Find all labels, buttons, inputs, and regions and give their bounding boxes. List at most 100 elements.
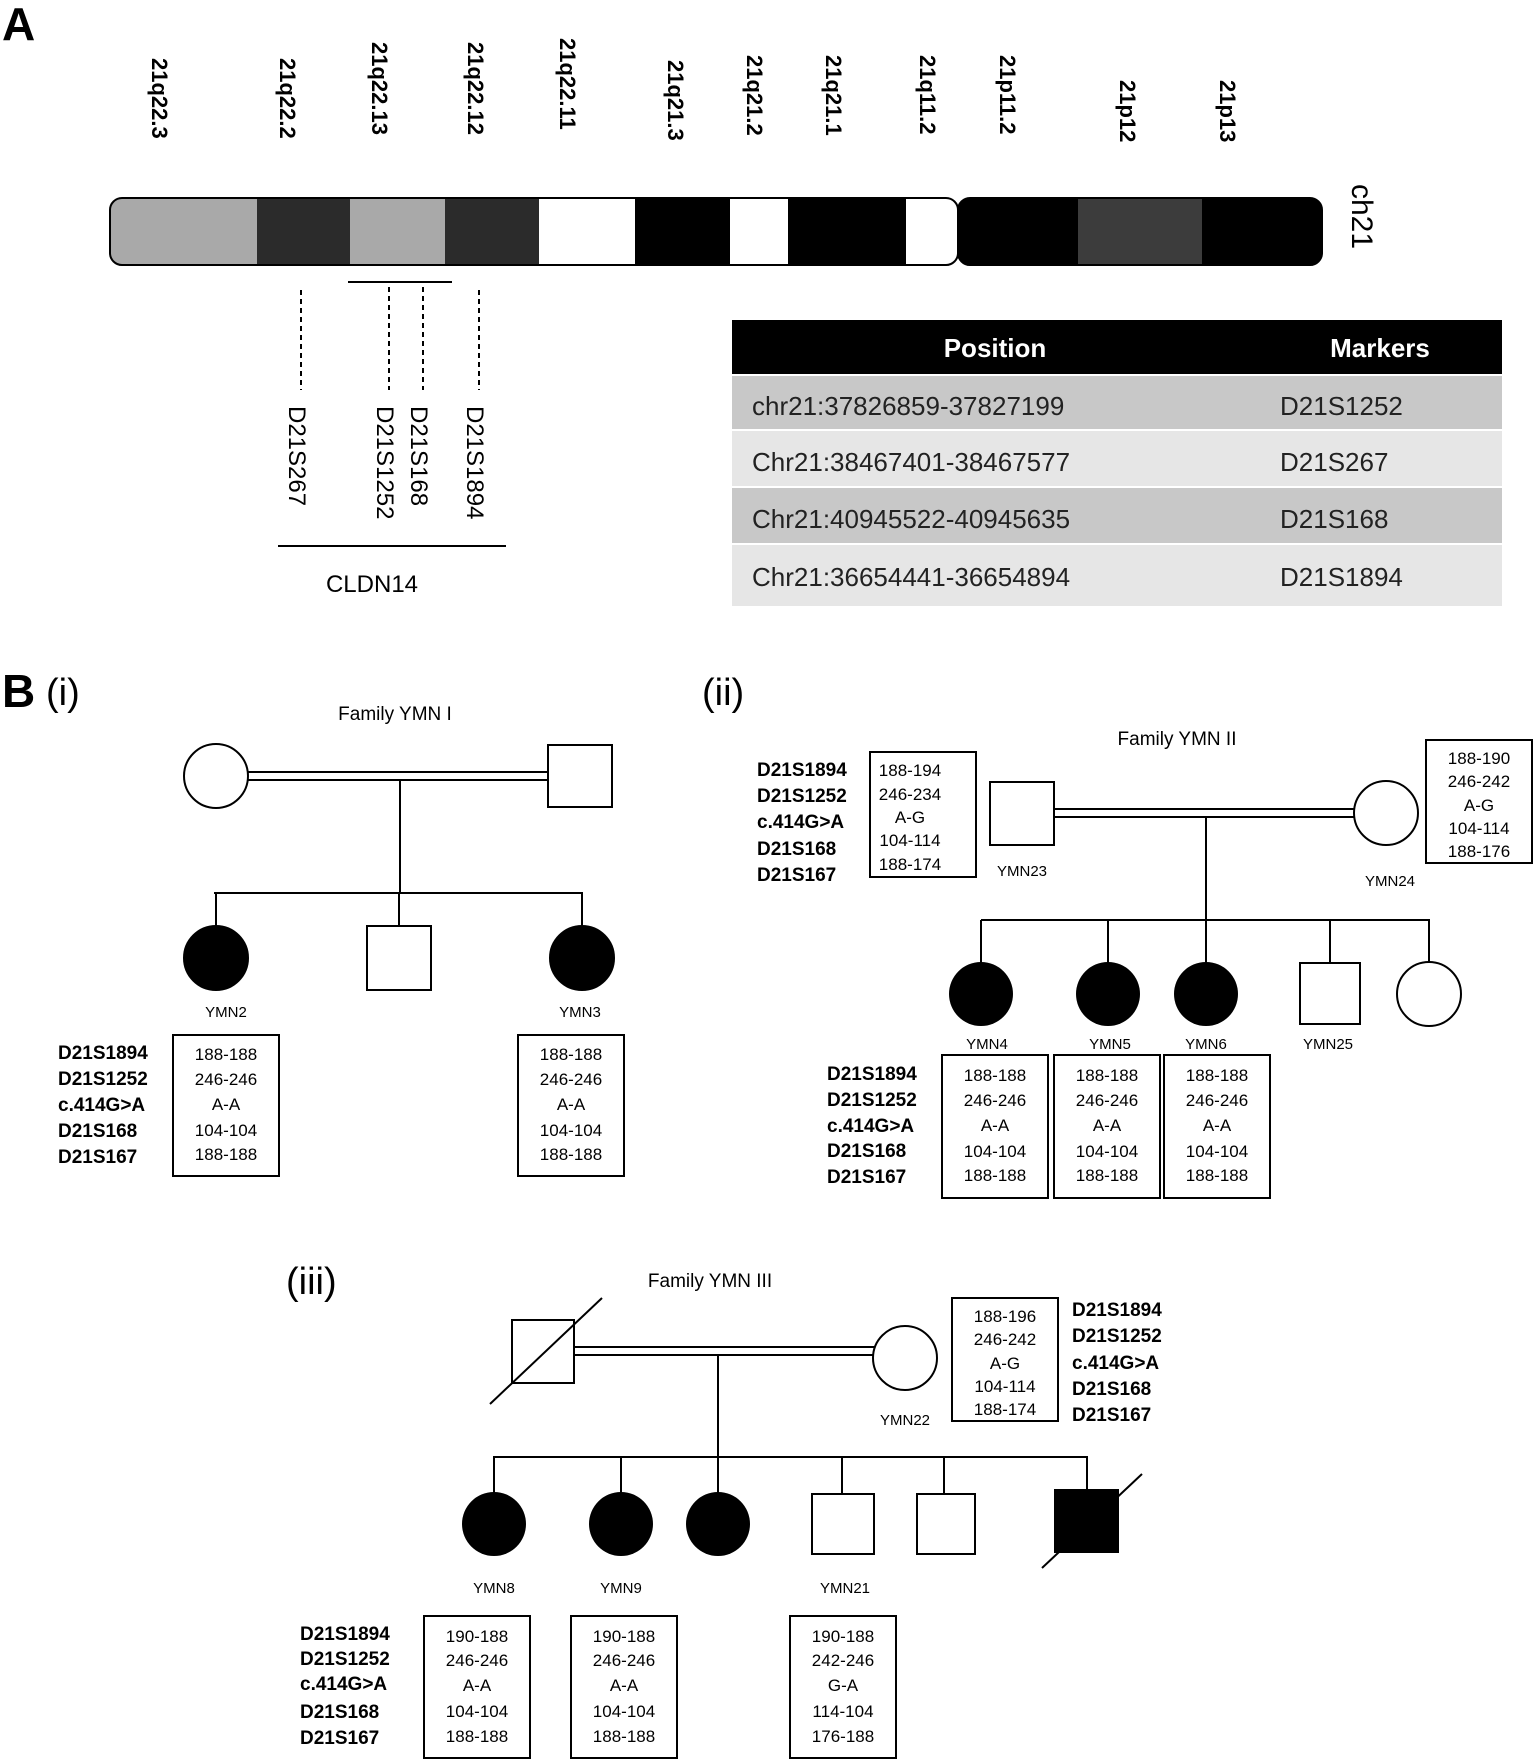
individual-id: YMN22 bbox=[880, 1412, 930, 1429]
haplotype-value: 246-246 bbox=[446, 1651, 508, 1670]
haplotype-value: 188-190 bbox=[1448, 749, 1510, 768]
marker-label: D21S1894 bbox=[461, 406, 488, 519]
haplotype-labels: D21S1894 D21S1252 c.414G>A D21S168 D21S1… bbox=[827, 1064, 917, 1188]
haplotype-value: A-G bbox=[895, 808, 925, 827]
haplotype-value: A-A bbox=[1093, 1116, 1122, 1135]
band bbox=[1202, 198, 1322, 265]
haplotype-box: 190-188 246-246 A-A 104-104 188-188 bbox=[570, 1615, 678, 1759]
haplotype-value: 176-188 bbox=[812, 1727, 874, 1746]
haplotype-value: 188-188 bbox=[964, 1066, 1026, 1085]
marker-name: D21S1894 bbox=[300, 1624, 390, 1645]
haplotype-value: 246-242 bbox=[1448, 772, 1510, 791]
band-label: 21p12 bbox=[1115, 80, 1140, 142]
table-cell: D21S1252 bbox=[1280, 391, 1403, 421]
haplotype-value: A-A bbox=[463, 1676, 492, 1695]
haplotype-value: 104-104 bbox=[446, 1702, 508, 1721]
marker-name: D21S168 bbox=[300, 1702, 379, 1723]
marker-name: D21S167 bbox=[58, 1147, 137, 1168]
marker-name: D21S167 bbox=[300, 1728, 379, 1749]
band-label: 21q21.1 bbox=[821, 55, 846, 136]
band-label: 21p11.2 bbox=[995, 55, 1020, 135]
affected-female-symbol bbox=[589, 1492, 653, 1556]
band-label: 21q21.3 bbox=[663, 60, 688, 141]
haplotype-value: 190-188 bbox=[446, 1627, 508, 1646]
family-title: Family YMN III bbox=[648, 1271, 772, 1292]
haplotype-value: 246-246 bbox=[1076, 1091, 1138, 1110]
haplotype-value: 246-246 bbox=[540, 1070, 602, 1089]
pedigree-family-3: Family YMN III YMN22 188-196 246-242 A-G… bbox=[300, 1271, 1162, 1759]
marker-name: c.414G>A bbox=[1072, 1353, 1159, 1374]
affected-female-symbol bbox=[183, 925, 249, 991]
marker-name: c.414G>A bbox=[827, 1116, 914, 1137]
haplotype-box: 188-196 246-242 A-G 104-114 188-174 bbox=[951, 1297, 1059, 1422]
male-symbol bbox=[989, 781, 1055, 846]
haplotype-value: A-A bbox=[212, 1095, 241, 1114]
marker-label: D21S267 bbox=[283, 406, 310, 506]
haplotype-value: 188-188 bbox=[1186, 1166, 1248, 1185]
individual-id: YMN23 bbox=[997, 863, 1047, 880]
marker-name: D21S167 bbox=[1072, 1405, 1151, 1426]
haplotype-value: 104-114 bbox=[1448, 819, 1509, 838]
marker-table: Position Markers chr21:37826859-37827199… bbox=[732, 320, 1502, 606]
male-symbol bbox=[916, 1493, 976, 1555]
marker-name: c.414G>A bbox=[58, 1095, 145, 1116]
table-cell: Chr21:36654441-36654894 bbox=[752, 562, 1070, 592]
haplotype-value: 190-188 bbox=[812, 1627, 874, 1646]
haplotype-value: 188-188 bbox=[1076, 1166, 1138, 1185]
band bbox=[257, 198, 350, 265]
individual-id: YMN24 bbox=[1365, 873, 1415, 890]
pedigree-family-1: Family YMN I YMN2 YMN3 D21S1894 D21S1252… bbox=[58, 704, 625, 1177]
haplotype-box: 188-188 246-246 A-A 104-104 188-188 bbox=[941, 1054, 1049, 1199]
individual-id: YMN8 bbox=[473, 1580, 515, 1597]
band-label: 21q22.13 bbox=[367, 42, 392, 135]
marker-name: D21S167 bbox=[757, 865, 836, 886]
female-symbol bbox=[183, 743, 249, 809]
individual-id: YMN9 bbox=[600, 1580, 642, 1597]
haplotype-labels: D21S1894 D21S1252 c.414G>A D21S168 D21S1… bbox=[58, 1043, 148, 1168]
table-header: Markers bbox=[1330, 333, 1430, 363]
haplotype-value: 188-188 bbox=[1186, 1066, 1248, 1085]
panel-label-a: A bbox=[2, 0, 35, 50]
marker-name: c.414G>A bbox=[300, 1674, 387, 1695]
affected-female-symbol bbox=[686, 1492, 750, 1556]
marker-name: D21S1894 bbox=[58, 1043, 148, 1064]
marker-lines bbox=[278, 281, 506, 547]
male-symbol bbox=[811, 1493, 875, 1555]
subpanel-label: (i) bbox=[46, 672, 80, 714]
marker-name: D21S168 bbox=[827, 1141, 906, 1162]
band-label: 21q22.12 bbox=[463, 42, 488, 135]
haplotype-value: 246-234 bbox=[879, 785, 941, 804]
haplotype-value: 188-188 bbox=[195, 1145, 257, 1164]
marker-name: D21S1894 bbox=[827, 1064, 917, 1085]
haplotype-value: 246-242 bbox=[974, 1330, 1036, 1349]
haplotype-box: 188-188 246-246 A-A 104-104 188-188 bbox=[1053, 1054, 1161, 1199]
haplotype-labels: D21S1894 D21S1252 c.414G>A D21S168 D21S1… bbox=[757, 760, 847, 886]
haplotype-value: 104-114 bbox=[879, 831, 940, 850]
band bbox=[110, 198, 257, 265]
affected-female-symbol bbox=[949, 962, 1013, 1026]
haplotype-value: 246-246 bbox=[195, 1070, 257, 1089]
haplotype-value: 246-246 bbox=[593, 1651, 655, 1670]
haplotype-value: 188-188 bbox=[446, 1727, 508, 1746]
haplotype-value: 188-174 bbox=[974, 1400, 1036, 1419]
band bbox=[635, 198, 730, 265]
haplotype-box: 188-188 246-246 A-A 104-104 188-188 bbox=[517, 1034, 625, 1177]
haplotype-value: 190-188 bbox=[593, 1627, 655, 1646]
haplotype-value: A-A bbox=[981, 1116, 1010, 1135]
marker-name: D21S168 bbox=[1072, 1379, 1151, 1400]
table-cell: D21S168 bbox=[1280, 504, 1388, 534]
individual-id: YMN4 bbox=[966, 1036, 1008, 1053]
haplotype-value: 188-194 bbox=[879, 761, 941, 780]
band-label: 21q22.3 bbox=[147, 58, 172, 139]
haplotype-value: 188-188 bbox=[964, 1166, 1026, 1185]
haplotype-value: 242-246 bbox=[812, 1651, 874, 1670]
haplotype-box: 188-188 246-246 A-A 104-104 188-188 bbox=[172, 1034, 280, 1177]
male-symbol bbox=[366, 925, 432, 991]
individual-id: YMN6 bbox=[1185, 1036, 1227, 1053]
individual-id: YMN5 bbox=[1089, 1036, 1131, 1053]
chromosome-ideogram bbox=[109, 197, 1323, 266]
individual-id: YMN21 bbox=[820, 1580, 870, 1597]
band bbox=[445, 198, 539, 265]
band bbox=[788, 198, 906, 265]
band-label: 21q11.2 bbox=[915, 55, 940, 135]
